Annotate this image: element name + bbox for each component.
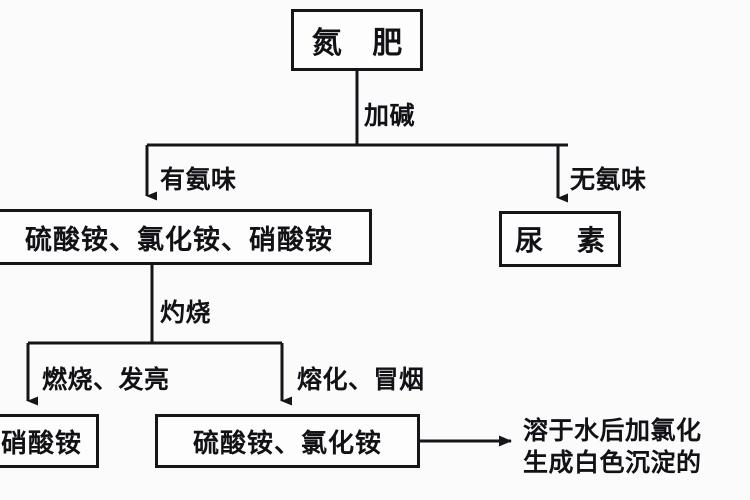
annotation-precipitate-line1: 溶于水后加氯化 — [523, 416, 702, 445]
annotation-precipitate-note: 溶于水后加氯化 生成白色沉淀的 — [523, 415, 702, 479]
edge-ignite — [28, 265, 282, 345]
node-sulfate-chloride-label: 硫酸铵、氯化铵 — [192, 428, 382, 459]
node-ammonium-salts: 硫酸铵、氯化铵、硝酸铵 — [0, 209, 372, 265]
node-ammonium-salts-label: 硫酸铵、氯化铵、硝酸铵 — [25, 224, 333, 256]
node-nitrogen-fertilizer: 氮 肥 — [291, 9, 423, 71]
node-urea: 尿 素 — [499, 211, 621, 267]
edge-fertilizer-to-split — [147, 71, 568, 147]
edge-label-add-alkali: 加碱 — [364, 101, 416, 130]
edge-label-has-ammonia: 有氨味 — [160, 165, 237, 194]
node-sulfate-chloride: 硫酸铵、氯化铵 — [155, 414, 420, 468]
node-urea-label: 尿 素 — [515, 224, 617, 257]
node-ammonium-nitrate: 硝酸铵 — [0, 414, 99, 468]
node-ammonium-nitrate-label: 硝酸铵 — [0, 428, 82, 459]
node-nitrogen-fertilizer-label: 氮 肥 — [311, 26, 413, 61]
edge-label-no-ammonia: 无氨味 — [570, 165, 647, 194]
annotation-precipitate-line2: 生成白色沉淀的 — [523, 448, 702, 477]
edge-label-burns-bright: 燃烧、发亮 — [42, 365, 170, 394]
edge-label-melts-smokes: 熔化、冒烟 — [297, 365, 425, 394]
edge-label-ignite: 灼烧 — [160, 298, 212, 327]
